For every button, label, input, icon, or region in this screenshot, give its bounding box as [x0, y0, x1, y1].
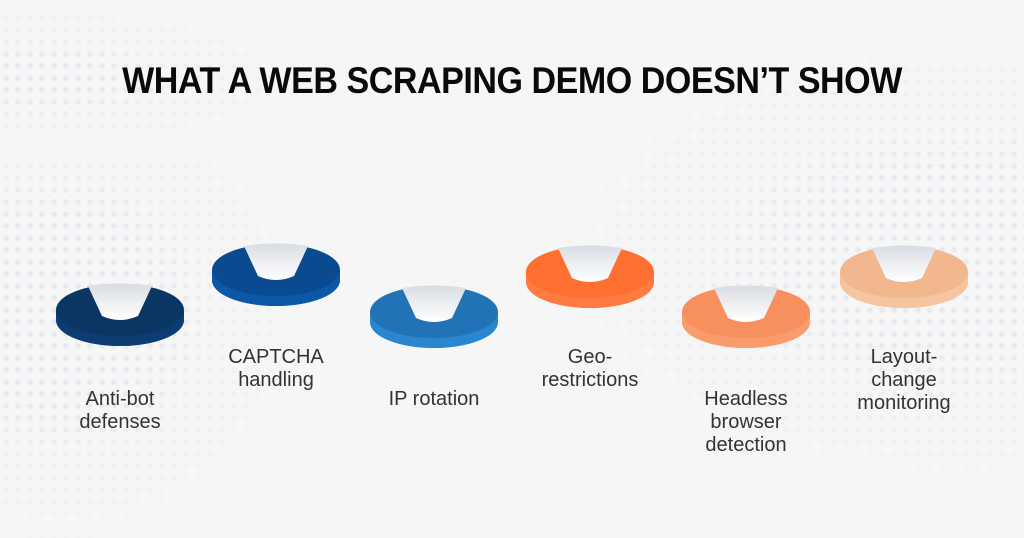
ring-icon	[682, 285, 810, 348]
ring-icon	[56, 283, 184, 346]
ring-icon	[526, 245, 654, 308]
page-title: WHAT A WEB SCRAPING DEMO DOESN’T SHOW	[122, 60, 902, 101]
ring-icon	[370, 285, 498, 348]
item-label: IP rotation	[388, 388, 480, 410]
ring-icon	[212, 243, 340, 306]
item-label: Geo-restrictions	[541, 346, 639, 391]
ring-icon	[840, 245, 968, 308]
